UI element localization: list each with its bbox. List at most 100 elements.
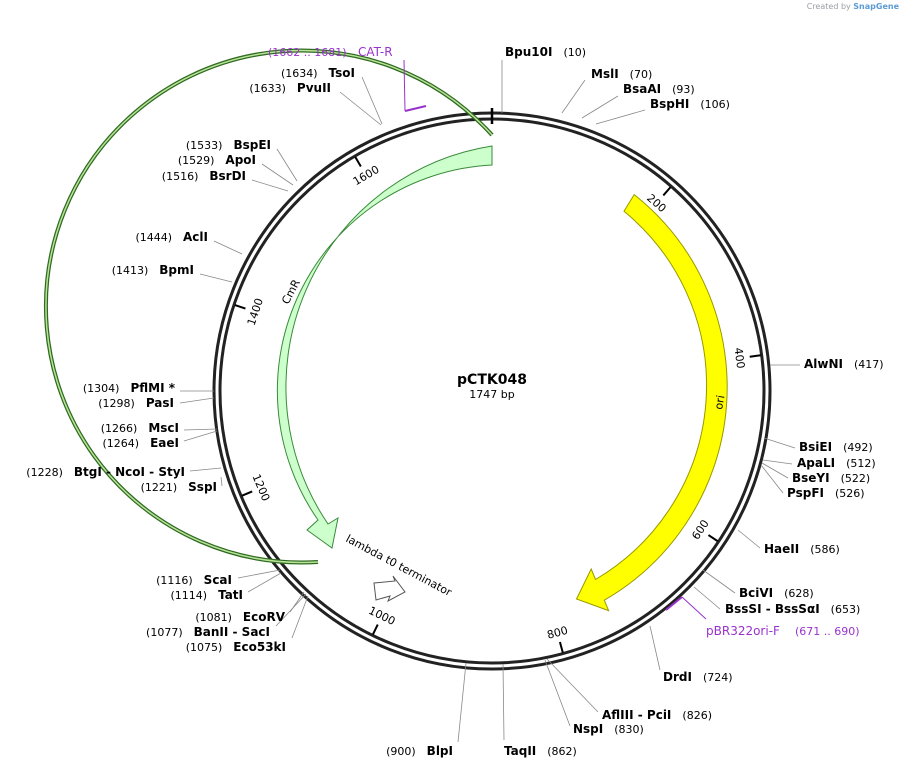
restriction-site[interactable]: (1529) ApoI bbox=[178, 153, 294, 186]
site-position: (862) bbox=[536, 745, 577, 758]
site-position: (1304) bbox=[83, 382, 131, 395]
site-leader-line bbox=[189, 467, 222, 472]
site-label: (1221) SspI bbox=[141, 480, 217, 494]
site-position: (826) bbox=[671, 709, 712, 722]
site-label: BseYI (522) bbox=[792, 471, 870, 485]
restriction-site[interactable]: BseYI (522) bbox=[761, 462, 870, 485]
restriction-site[interactable]: BspHI (106) bbox=[595, 97, 730, 125]
restriction-site[interactable]: BsiEI (492) bbox=[763, 437, 873, 454]
restriction-site[interactable]: (1444) AclI bbox=[135, 230, 243, 255]
site-leader-line bbox=[649, 625, 661, 671]
site-name: AflIII - PciI bbox=[602, 708, 671, 722]
restriction-site[interactable]: HaeII (586) bbox=[737, 529, 840, 556]
site-name: MslI bbox=[591, 67, 619, 81]
site-position: (1114) bbox=[170, 589, 218, 602]
restriction-site[interactable]: (1266) MscI bbox=[101, 421, 218, 435]
restriction-site[interactable]: (1634) TsoI bbox=[281, 66, 383, 125]
restriction-site[interactable]: (1533) BspEI bbox=[186, 138, 298, 182]
restriction-site[interactable]: (1075) Eco53kI bbox=[186, 595, 309, 654]
site-position: (1529) bbox=[178, 154, 226, 167]
restriction-site[interactable]: (1116) ScaI bbox=[156, 569, 281, 587]
tick-mark bbox=[558, 641, 564, 653]
site-leader-line bbox=[595, 109, 646, 125]
tick-label: 600 bbox=[689, 517, 711, 542]
site-leader-line bbox=[581, 95, 619, 119]
primer-cat-r-range: (1662 .. 1681) bbox=[268, 46, 347, 59]
site-leader-line bbox=[291, 595, 309, 639]
restriction-site[interactable]: PspFI (526) bbox=[760, 464, 865, 500]
tick-mark bbox=[241, 490, 253, 497]
restriction-site[interactable]: (900) BlpI bbox=[386, 662, 467, 758]
primer-cat-r-name: CAT-R bbox=[358, 45, 393, 59]
site-label: (900) BlpI bbox=[386, 744, 453, 758]
restriction-sites: Bpu10I (10) MslI (70)BsaAI (93)BspHI (106… bbox=[26, 45, 883, 758]
restriction-site[interactable]: Bpu10I (10) bbox=[501, 45, 586, 113]
site-leader-line bbox=[561, 79, 586, 114]
restriction-site[interactable]: (1264) EaeI bbox=[103, 430, 218, 450]
snapgene-credit: Created by SnapGene bbox=[807, 2, 899, 11]
site-name: MscI bbox=[148, 421, 179, 435]
site-name: PvuII bbox=[297, 81, 331, 95]
restriction-site[interactable]: AlwNI (417) bbox=[770, 357, 884, 371]
site-position: (526) bbox=[824, 487, 865, 500]
site-leader-line bbox=[737, 529, 761, 549]
site-label: (1633) PvuII bbox=[249, 81, 331, 95]
site-leader-line bbox=[183, 430, 218, 442]
restriction-site[interactable]: ApaLI (512) bbox=[762, 456, 876, 470]
restriction-site[interactable]: TaqII (862) bbox=[502, 663, 577, 758]
site-position: (1413) bbox=[112, 264, 160, 277]
restriction-site[interactable]: (1633) PvuII bbox=[249, 81, 382, 126]
site-name: PspFI bbox=[787, 486, 824, 500]
restriction-site[interactable]: NspI (830) bbox=[544, 659, 644, 736]
restriction-site[interactable]: (1298) PasI bbox=[98, 396, 215, 410]
restriction-site[interactable]: BsaAI (93) bbox=[581, 82, 695, 119]
terminator-arrow[interactable] bbox=[373, 575, 406, 603]
restriction-site[interactable]: DrdI (724) bbox=[649, 625, 733, 684]
restriction-site[interactable]: (1413) BpmI bbox=[112, 263, 233, 283]
restriction-site[interactable]: (1228) BtgI - NcoI - StyI bbox=[26, 465, 222, 479]
restriction-site[interactable]: (1081) EcoRV bbox=[195, 591, 305, 624]
site-label: (1075) Eco53kI bbox=[186, 640, 286, 654]
site-leader-line bbox=[457, 662, 467, 743]
site-name: ApaLI bbox=[797, 456, 835, 470]
site-leader-line bbox=[179, 397, 215, 404]
site-leader-line bbox=[502, 663, 505, 741]
cmr-primer-highlight-inner bbox=[45, 49, 493, 564]
primer-pbr322ori-range: (671 .. 690) bbox=[795, 625, 860, 638]
site-name: BanII - SacI bbox=[194, 625, 270, 639]
restriction-site[interactable]: BciVI (628) bbox=[702, 569, 814, 600]
site-name: BsrDI bbox=[209, 169, 246, 183]
primer-pbr322ori-leader bbox=[681, 596, 707, 620]
site-label: BsaAI (93) bbox=[623, 82, 695, 96]
site-position: (724) bbox=[692, 671, 733, 684]
restriction-site[interactable]: (1516) BsrDI bbox=[162, 169, 289, 192]
site-leader-line bbox=[183, 428, 218, 431]
site-name: TatI bbox=[218, 588, 243, 602]
site-label: (1077) BanII - SacI bbox=[146, 625, 270, 639]
site-name: BseYI bbox=[792, 471, 830, 485]
restriction-site[interactable]: (1304) PflMI * bbox=[83, 381, 214, 395]
restriction-site[interactable]: MslI (70) bbox=[561, 67, 652, 114]
site-label: (1081) EcoRV bbox=[195, 610, 285, 624]
tick-mark bbox=[662, 186, 672, 197]
site-position: (1081) bbox=[195, 611, 243, 624]
site-label: (1116) ScaI bbox=[156, 573, 232, 587]
restriction-site[interactable]: AflIII - PciI (826) bbox=[546, 658, 712, 722]
restriction-site[interactable]: BssSI - BssSαI (653) bbox=[693, 586, 860, 616]
restriction-site[interactable]: (1221) SspI bbox=[141, 476, 223, 494]
site-label: NspI (830) bbox=[573, 722, 644, 736]
cmr-feature-arrow[interactable] bbox=[276, 145, 493, 549]
site-name: BpmI bbox=[159, 263, 194, 277]
ori-label: ori bbox=[712, 394, 727, 410]
tick-label: 1400 bbox=[245, 297, 266, 328]
tick-label: 1200 bbox=[250, 472, 273, 503]
restriction-site[interactable]: (1077) BanII - SacI bbox=[146, 593, 307, 639]
site-position: (1228) bbox=[26, 466, 74, 479]
ori-feature-arrow[interactable] bbox=[575, 193, 728, 612]
restriction-site[interactable]: (1114) TatI bbox=[170, 572, 282, 602]
credit-prefix: Created by bbox=[806, 2, 851, 11]
site-label: Bpu10I (10) bbox=[505, 45, 586, 59]
site-name: EcoRV bbox=[243, 610, 286, 624]
